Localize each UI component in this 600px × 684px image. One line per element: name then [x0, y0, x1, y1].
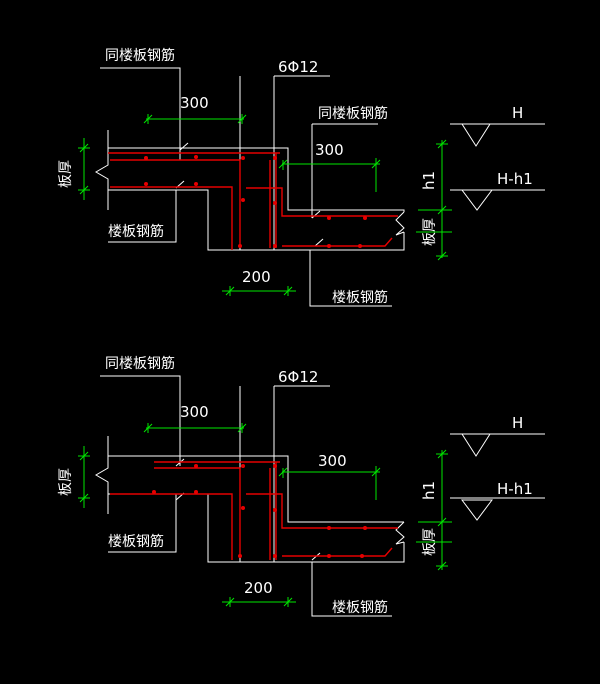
- dim-bottom-label: 200: [244, 579, 273, 597]
- slab-rebar-right-label: 楼板钢筋: [332, 289, 388, 306]
- dimension-lines: [78, 114, 452, 296]
- slab-step-detail-1: 同楼板钢筋 6Φ12 300 同楼板钢筋 300 板厚 楼板钢筋 板厚 200 …: [58, 47, 545, 307]
- dim-top-left-label: 300: [180, 403, 209, 421]
- step-height-label: h1: [420, 481, 438, 500]
- elevation-low-label: H-h1: [497, 170, 533, 188]
- elevation-high-label: H: [512, 414, 523, 432]
- slab-rebar-left-label: 楼板钢筋: [108, 533, 164, 550]
- elevation-markers: [461, 433, 493, 521]
- slab-thickness-left-label: 板厚: [58, 468, 74, 496]
- dim-top-left-label: 300: [180, 94, 209, 112]
- bar-spec-label: 6Φ12: [278, 368, 318, 386]
- elevation-markers: [461, 123, 493, 211]
- same-slab-rebar-label: 同楼板钢筋: [105, 355, 175, 372]
- slab-thickness-right-label: 板厚: [422, 218, 438, 246]
- dim-top-right-label: 300: [318, 452, 347, 470]
- rebar: [108, 152, 398, 250]
- elevation-high-label: H: [512, 104, 523, 122]
- dimension-lines: [78, 423, 452, 607]
- slab-rebar-left-label: 楼板钢筋: [108, 223, 164, 240]
- dim-bottom-label: 200: [242, 268, 271, 286]
- leader-lines: [100, 375, 545, 617]
- same-slab-rebar-right-label: 同楼板钢筋: [318, 105, 388, 122]
- slab-thickness-left-label: 板厚: [58, 160, 74, 188]
- same-slab-rebar-label: 同楼板钢筋: [105, 47, 175, 64]
- leader-lines: [100, 67, 545, 307]
- dim-top-right-label: 300: [315, 141, 344, 159]
- concrete-outline: [95, 130, 405, 251]
- slab-step-detail-2: 同楼板钢筋 6Φ12 300 300 板厚 楼板钢筋 板厚 200 楼板钢筋 H…: [58, 355, 545, 617]
- bar-spec-label: 6Φ12: [278, 58, 318, 76]
- slab-thickness-right-label: 板厚: [422, 528, 438, 556]
- rebar: [110, 461, 398, 560]
- elevation-low-label: H-h1: [497, 480, 533, 498]
- step-height-label: h1: [420, 171, 438, 190]
- slab-rebar-right-label: 楼板钢筋: [332, 599, 388, 616]
